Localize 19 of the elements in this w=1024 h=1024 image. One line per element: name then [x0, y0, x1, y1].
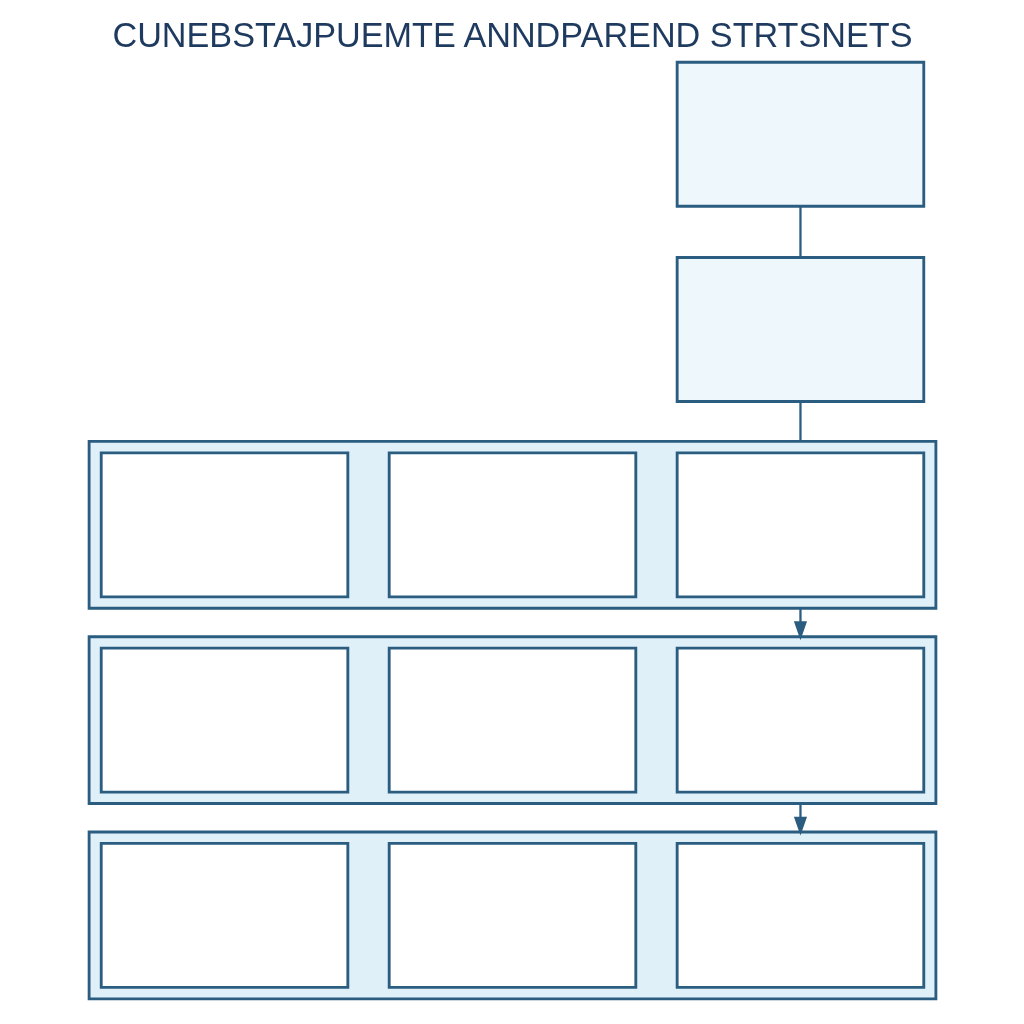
arrow	[793, 803, 807, 836]
node-box	[387, 451, 637, 599]
node-box	[387, 646, 637, 794]
node-box	[99, 842, 349, 989]
connector	[798, 206, 802, 257]
cluster	[87, 635, 937, 805]
node-box	[675, 60, 925, 208]
node-box	[675, 451, 925, 599]
node-box	[387, 842, 637, 989]
node-box	[99, 646, 349, 794]
connector	[798, 401, 802, 442]
node-box	[99, 451, 349, 599]
arrow	[793, 608, 807, 641]
cluster	[87, 440, 937, 610]
node-box	[675, 842, 925, 989]
cluster	[87, 830, 937, 1001]
node-box	[675, 256, 925, 403]
node-box	[675, 646, 925, 794]
diagram-title: CUNEBSTAJPUEMTE ANNDPAREND STRTSNETS	[111, 15, 913, 54]
